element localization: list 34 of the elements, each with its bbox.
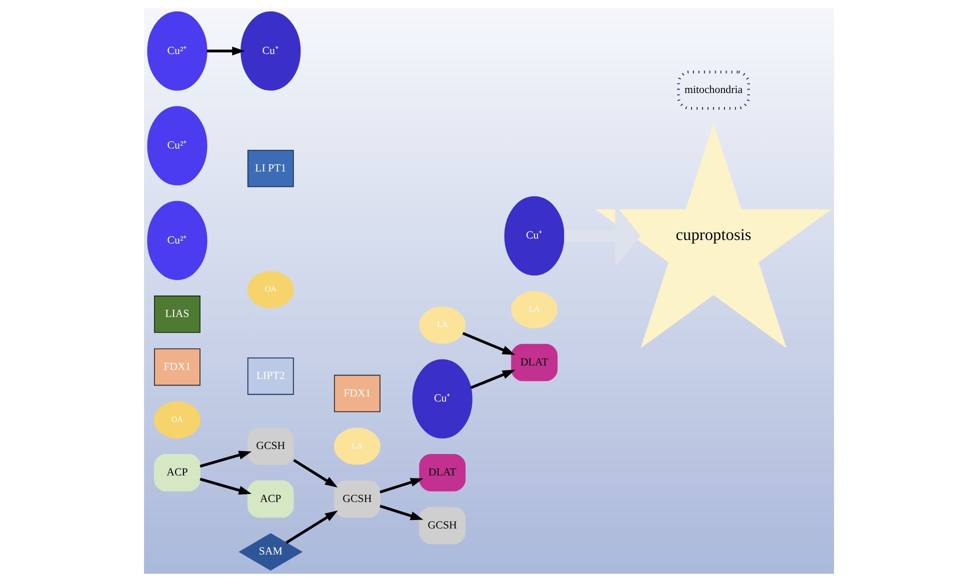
node-box: FDX1: [154, 348, 200, 386]
node-box: FDX1: [334, 374, 380, 412]
arrow: [380, 478, 424, 494]
node-ellipse: OA: [247, 270, 294, 308]
node-ellipse: Cu⁺: [504, 196, 564, 276]
node-ellipse: Cu²⁺: [147, 200, 208, 280]
node-ellipse: Cu⁺: [240, 11, 301, 91]
node-box: GCSH: [247, 428, 294, 465]
arrow: [200, 478, 252, 495]
arrow: [380, 504, 424, 520]
arrow: [206, 46, 245, 56]
node-box: LIAS: [154, 296, 200, 333]
arrow: [470, 370, 516, 390]
arrow: [200, 450, 252, 468]
node-box: mitochondria: [677, 70, 750, 110]
node-box: DLAT: [511, 344, 558, 382]
node-box: GCSH: [334, 480, 380, 518]
node-box: DLAT: [419, 454, 466, 492]
arrow: [462, 332, 516, 355]
node-box: LIPT2: [247, 357, 294, 395]
node-ellipse: Cu²⁺: [147, 106, 208, 186]
arrow: [293, 458, 338, 488]
node-box: ACP: [247, 480, 294, 518]
node-ellipse: Cu²⁺: [147, 11, 208, 91]
node-box: GCSH: [419, 506, 466, 544]
node-ellipse: LA: [334, 428, 380, 465]
node-ellipse: OA: [154, 401, 200, 439]
node-ellipse: Cu⁺: [412, 359, 472, 439]
node-box: ACP: [154, 454, 200, 492]
arrow: [286, 510, 338, 544]
node-ellipse: LA: [511, 291, 558, 328]
node-diamond: SAM: [238, 533, 303, 571]
node-box: LI PT1: [247, 150, 294, 188]
node-ellipse: LA: [419, 306, 466, 344]
